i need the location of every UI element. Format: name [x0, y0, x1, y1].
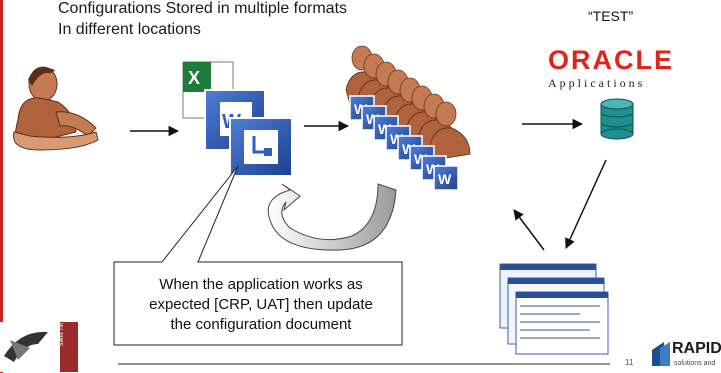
rapid-logo	[652, 342, 670, 366]
callout-text: When the application works as expected […	[118, 275, 404, 335]
arrow-screens-to-team	[513, 209, 545, 251]
diagram-heading-line-2: In different locations	[58, 21, 201, 38]
visio-document-icon	[229, 117, 293, 177]
rapid-logo-text: RAPID	[672, 340, 721, 357]
swift-hire-logo	[0, 322, 78, 372]
database-icon	[600, 98, 634, 140]
callout-line-2: expected [CRP, UAT] then update	[149, 296, 373, 313]
oracle-brand-text: ORACLE	[548, 45, 674, 75]
rapid-tagline: solutions and	[674, 360, 716, 367]
left-accent-bar	[0, 0, 3, 373]
update-cycle-arrow	[267, 183, 397, 251]
page-number: 11	[625, 358, 634, 367]
callout-box	[113, 165, 403, 346]
team-with-documents-icon: W	[345, 45, 471, 191]
person-icon	[13, 66, 99, 151]
callout-line-1: When the application works as	[159, 276, 363, 293]
callout-line-3: the configuration document	[170, 316, 352, 333]
environment-label: “TEST”	[588, 8, 634, 24]
arrow-database-to-screens	[565, 159, 607, 249]
oracle-applications-logo: ORACLE Applications	[548, 46, 698, 96]
diagram-heading-line-1: Configurations Stored in multiple format…	[58, 0, 348, 17]
application-screenshots-icon	[499, 263, 609, 355]
svg-text:X: X	[188, 68, 200, 88]
oracle-sub-text: Applications	[548, 76, 646, 90]
left-logo-text: swift hire	[58, 318, 65, 346]
